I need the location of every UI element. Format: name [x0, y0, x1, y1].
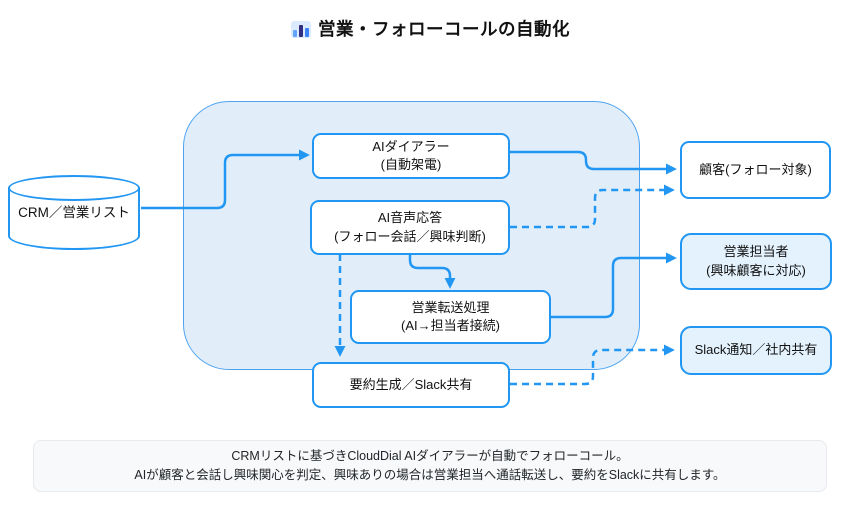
description-note-line2: AIが顧客と会話し興味関心を判定、興味ありの場合は営業担当へ通話転送し、要約をS… — [134, 468, 726, 482]
node-sales-rep-label: 営業担当者 — [723, 244, 789, 260]
node-ai-dialer-sublabel: (自動架電) — [380, 157, 442, 172]
node-slack-notify-label: Slack通知／社内共有 — [694, 342, 818, 358]
node-ai-voice-response: AI音声応答 (フォロー会話／興味判断) — [310, 200, 510, 255]
node-ai-voice-sublabel: (フォロー会話／興味判断) — [334, 228, 486, 244]
node-ai-dialer-label: AIダイアラー — [372, 138, 450, 154]
node-sales-rep: 営業担当者 (興味顧客に対応) — [680, 233, 832, 290]
crm-database-label: CRM／営業リスト — [18, 205, 130, 220]
node-customer: 顧客(フォロー対象) — [680, 141, 831, 199]
node-sales-transfer: 営業転送処理 (AI→担当者接続) — [350, 290, 551, 344]
description-note: CRMリストに基づきCloudDial AIダイアラーが自動でフォローコール。 … — [33, 440, 827, 492]
node-slack-notify: Slack通知／社内共有 — [680, 326, 832, 375]
node-sales-transfer-label: 営業転送処理 — [411, 299, 490, 315]
page-title: 営業・フォローコールの自動化 — [0, 16, 861, 41]
description-note-line1: CRMリストに基づきCloudDial AIダイアラーが自動でフォローコール。 — [231, 448, 629, 463]
node-sales-transfer-sublabel: (AI→担当者接続) — [401, 318, 500, 333]
node-customer-label: 顧客(フォロー対象) — [699, 161, 812, 177]
node-ai-voice-label: AI音声応答 — [377, 210, 443, 226]
page-title-text: 営業・フォローコールの自動化 — [318, 19, 570, 39]
node-summary-slack-label: 要約生成／Slack共有 — [349, 376, 473, 392]
bar-chart-icon — [291, 21, 311, 38]
crm-database-cylinder-top — [8, 175, 140, 201]
node-sales-rep-sublabel: (興味顧客に対応) — [706, 262, 806, 278]
node-ai-dialer: AIダイアラー (自動架電) — [312, 133, 510, 179]
node-summary-slack: 要約生成／Slack共有 — [312, 362, 510, 408]
